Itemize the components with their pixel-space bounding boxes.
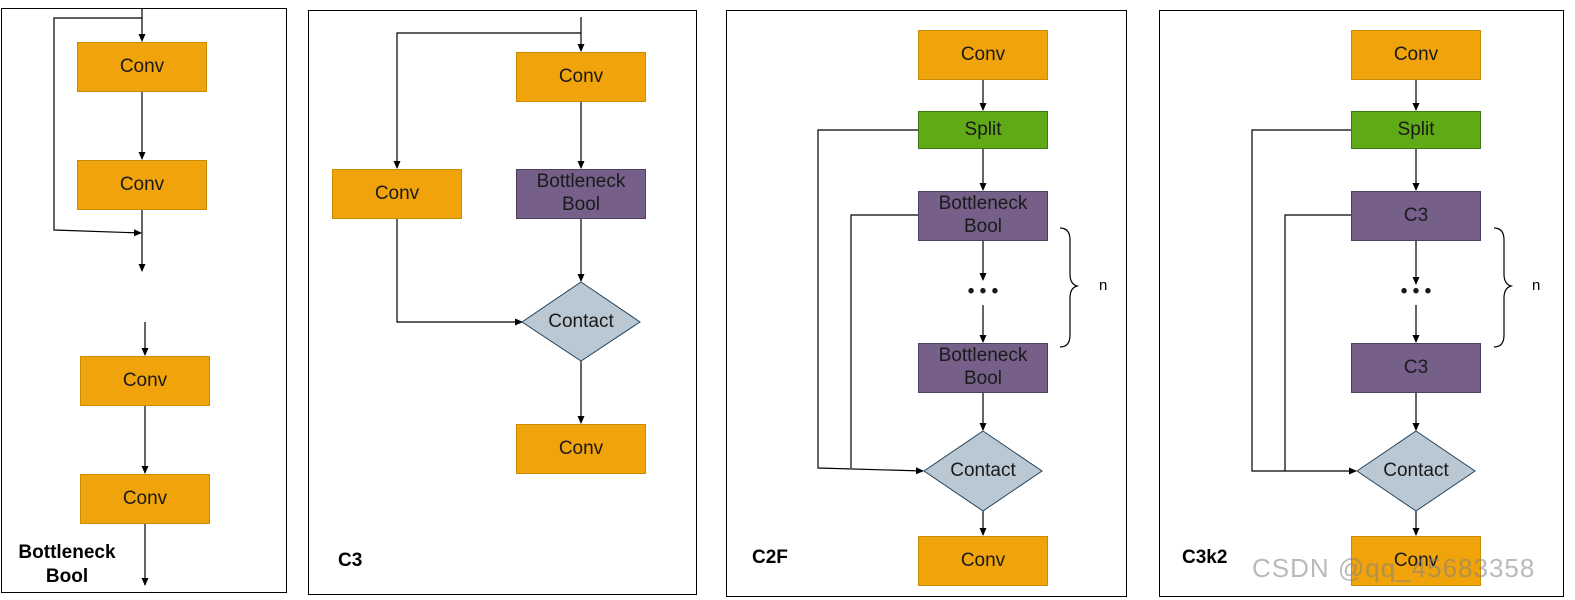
- p3-contact-label: Contact: [950, 460, 1016, 481]
- p4-c3-box-1: C3: [1351, 191, 1481, 241]
- p3-bottleneck2-line2: Bool: [963, 368, 1003, 389]
- p4-repeat-label: n: [1532, 277, 1541, 294]
- p3-bottleneck-bypass: [850, 214, 918, 468]
- panel-c3: [308, 10, 697, 595]
- p3-bottleneck-box-1: Bottleneck Bool: [918, 191, 1048, 241]
- p2-conv-to-contact: [396, 219, 523, 326]
- p1-conv-box-1: Conv: [77, 42, 207, 92]
- p4-repeat-brace: [1493, 227, 1514, 348]
- p1-conv-box-2: Conv: [77, 160, 207, 210]
- p2-bottleneck-line1: Bottleneck: [536, 171, 626, 193]
- p2-conv-left: Conv: [332, 169, 462, 219]
- p2-contact-diamond: [521, 281, 641, 362]
- p2-contact-label: Contact: [548, 311, 614, 332]
- p3-contact-diamond: [923, 430, 1043, 512]
- p1-conv-box-3: Conv: [80, 356, 210, 406]
- p3-bottleneck1-line2: Bool: [963, 216, 1003, 237]
- p1-title-line2: Bool: [45, 566, 89, 587]
- p4-conv-bottom: Conv: [1351, 536, 1481, 586]
- p2-branch-to-conv: [393, 32, 581, 169]
- p2-bottleneck-line2: Bool: [561, 194, 601, 215]
- p4-split-bypass: [1251, 129, 1357, 475]
- p4-c3-bypass: [1284, 214, 1351, 471]
- p4-contact-diamond: [1356, 430, 1476, 512]
- watermark: CSDN @qq_45683358: [1252, 553, 1536, 583]
- p1-title: Bottleneck Bool: [12, 541, 122, 589]
- p3-title: C2F: [752, 547, 788, 568]
- p3-conv-top: Conv: [918, 30, 1048, 80]
- p3-conv-bottom: Conv: [918, 536, 1048, 586]
- p3-split-box: Split: [918, 111, 1048, 149]
- panel-c3k2: [1159, 10, 1564, 597]
- p2-conv-bottom: Conv: [516, 424, 646, 474]
- p3-dots: • • •: [967, 281, 999, 302]
- p4-conv-top: Conv: [1351, 30, 1481, 80]
- p1-conv-box-4: Conv: [80, 474, 210, 524]
- p3-repeat-brace: [1059, 227, 1080, 348]
- p2-bottleneck-box: Bottleneck Bool: [516, 169, 646, 219]
- p3-bottleneck2-line1: Bottleneck: [938, 345, 1028, 367]
- p4-split-box: Split: [1351, 111, 1481, 149]
- p2-title: C3: [338, 550, 363, 571]
- panel-c2f: [726, 10, 1127, 597]
- p4-dots: • • •: [1400, 281, 1432, 302]
- p4-c3-box-2: C3: [1351, 343, 1481, 393]
- p3-bottleneck1-line1: Bottleneck: [938, 193, 1028, 215]
- p3-bottleneck-box-2: Bottleneck Bool: [918, 343, 1048, 393]
- p1-title-line1: Bottleneck: [18, 542, 116, 563]
- p3-repeat-label: n: [1099, 277, 1108, 294]
- p4-contact-label: Contact: [1383, 460, 1449, 481]
- p3-split-bypass: [817, 129, 924, 475]
- p4-title: C3k2: [1182, 547, 1228, 568]
- p2-conv-top: Conv: [516, 52, 646, 102]
- p1-skip-connection: [53, 17, 142, 237]
